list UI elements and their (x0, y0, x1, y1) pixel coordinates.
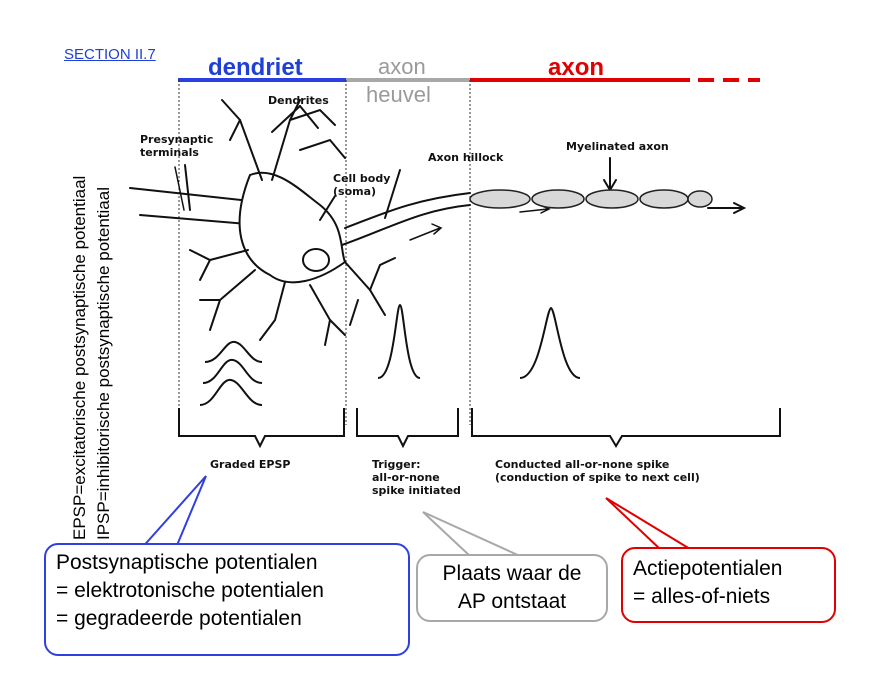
section-separators (178, 80, 471, 425)
callout-blue-line3: = gegradeerde potentialen (56, 607, 302, 630)
label-trigger: Trigger: all-or-none spike initiated (372, 458, 461, 497)
label-presynaptic-line1: Presynaptic (140, 133, 214, 146)
label-myelinated-axon: Myelinated axon (566, 140, 669, 153)
callout-red-line2: = alles-of-niets (633, 585, 771, 608)
neuron-drawing (129, 99, 747, 346)
label-dendrites: Dendrites (268, 94, 329, 107)
ipsp-definition: IPSP=inhibitorische postsynaptische pote… (94, 187, 113, 540)
callout-postsynaptic-potentials: Postsynaptische potentialen = elektroton… (44, 543, 410, 656)
label-conducted-line2: (conduction of spike to next cell) (495, 471, 700, 484)
epsp-traces (199, 340, 263, 406)
trigger-spike (377, 303, 421, 379)
label-presynaptic-line2: terminals (140, 146, 199, 159)
label-cell-body-line1: Cell body (333, 172, 391, 185)
label-graded-epsp: Graded EPSP (210, 458, 291, 471)
label-conducted-line1: Conducted all-or-none spike (495, 458, 670, 471)
callout-ap-origin: Plaats waar de AP ontstaat (416, 554, 608, 622)
callout-gray-line2: AP ontstaat (457, 590, 567, 613)
label-cell-body-line2: (soma) (333, 185, 377, 198)
callout-action-potentials: Actiepotentialen = alles-of-niets (621, 547, 836, 623)
header-dendriet: dendriet (208, 54, 303, 81)
label-trigger-line3: spike initiated (372, 484, 461, 497)
epsp-definition: EPSP=excitatorische postsynaptische pote… (70, 175, 89, 540)
myelin-sheath (469, 189, 713, 209)
callout-gray-line1: Plaats waar de (442, 562, 582, 585)
blue-callout-tail (139, 475, 207, 551)
gray-callout-tail (422, 511, 521, 557)
conducted-spike (519, 306, 581, 379)
nucleus (302, 248, 330, 272)
section-brackets (178, 408, 781, 449)
label-trigger-line1: Trigger: (372, 458, 421, 471)
label-conducted-spike: Conducted all-or-none spike (conduction … (495, 458, 700, 484)
callout-blue-line1: Postsynaptische potentialen (56, 551, 318, 574)
callout-red-line1: Actiepotentialen (633, 557, 783, 580)
label-trigger-line2: all-or-none (372, 471, 440, 484)
label-cell-body: Cell body (soma) (333, 172, 390, 198)
header-axon-hillock-line1: axon (378, 54, 426, 79)
label-axon-hillock: Axon hillock (428, 151, 504, 164)
red-callout-tail (605, 497, 691, 550)
header-axon: axon (548, 54, 605, 81)
section-link[interactable]: SECTION II.7 (64, 46, 156, 63)
side-definitions: EPSP=excitatorische postsynaptische pote… (68, 176, 116, 540)
label-presynaptic-terminals: Presynaptic terminals (140, 133, 213, 159)
header-axon-hillock-line2: heuvel (366, 82, 431, 107)
callout-blue-line2: = elektrotonische potentialen (56, 579, 324, 602)
